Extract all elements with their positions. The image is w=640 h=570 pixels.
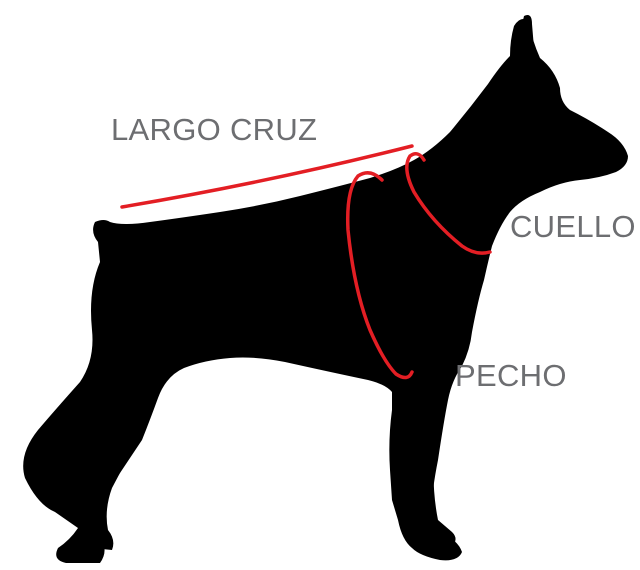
chest-label: PECHO [455,360,567,391]
back-length-label: LARGO CRUZ [111,114,317,145]
neck-label: CUELLO [510,211,636,242]
dog-silhouette [23,15,628,563]
